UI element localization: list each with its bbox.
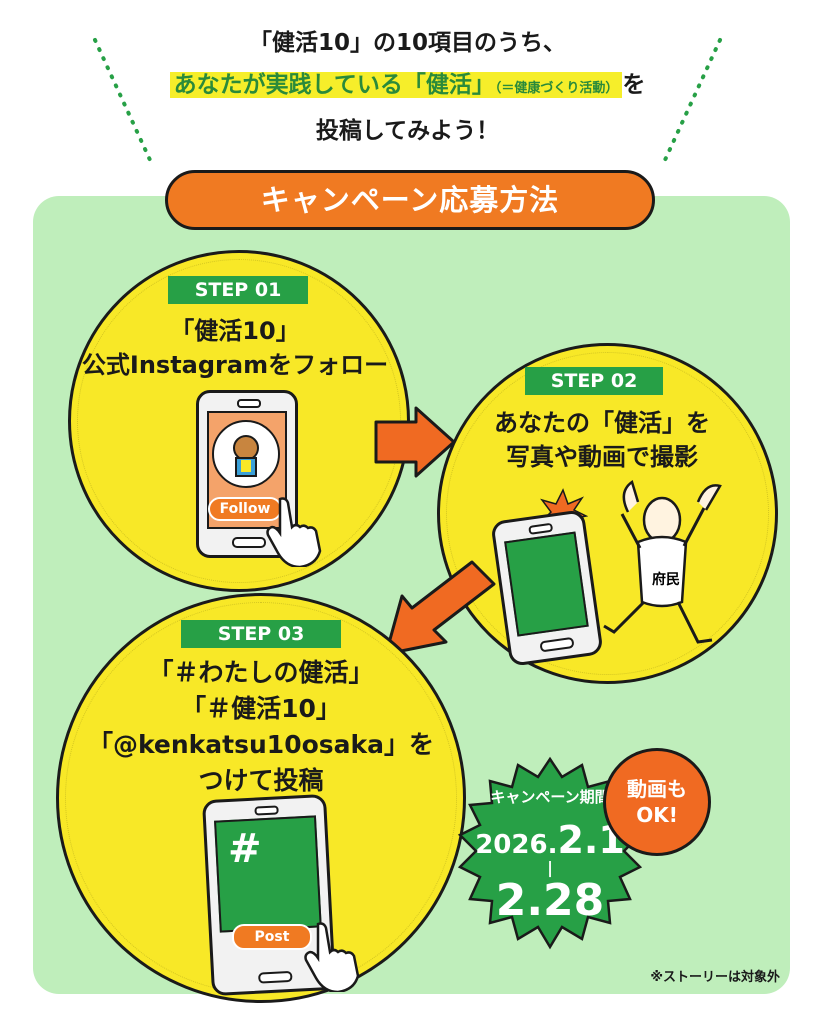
step1-label: STEP 01 [168,276,308,304]
campaign-banner: キャンペーン応募方法 [165,170,655,230]
step3-text: 「＃わたしの健活」「＃健活10」「@kenkatsu10osaka」をつけて投稿 [87,658,435,795]
step2-label: STEP 02 [525,367,663,395]
period-separator: | [547,858,553,877]
intro-line1: 「健活10」の10項目のうち、 [248,30,566,56]
person-character-icon: 府民 [603,479,722,644]
follow-button[interactable]: Follow [208,497,282,521]
hand-pointer-icon [266,497,322,567]
mascot-avatar [212,420,280,488]
intro-line2: あなたが実践している「健活」（＝健康づくり活動）を [0,64,815,110]
intro-line3: 投稿してみよう！ [315,118,500,144]
post-button[interactable]: Post [232,924,312,950]
step2-phone [490,509,604,667]
decorative-dots [93,38,722,162]
footnote: ※ストーリーは対象外 [650,970,780,985]
intro-highlight: あなたが実践している「健活」（＝健康づくり活動） [169,72,623,98]
hand-pointer-icon-2 [304,922,360,992]
step2-text: あなたの「健活」を写真や動画で撮影 [494,409,710,471]
hash-symbol: # [228,826,262,872]
step3-label: STEP 03 [181,620,341,648]
arrow-down-left-icon [384,560,496,656]
shirt-text: 府民 [652,571,680,588]
period-end: 2.28 [495,875,605,926]
period-title: キャンペーン期間 [490,788,610,806]
arrow-right-icon [374,406,456,478]
step1-text: 「健活10」公式Instagramをフォロー [81,317,389,379]
intro-text: 「健活10」の10項目のうち、 あなたが実践している「健活」（＝健康づくり活動）… [0,22,815,152]
